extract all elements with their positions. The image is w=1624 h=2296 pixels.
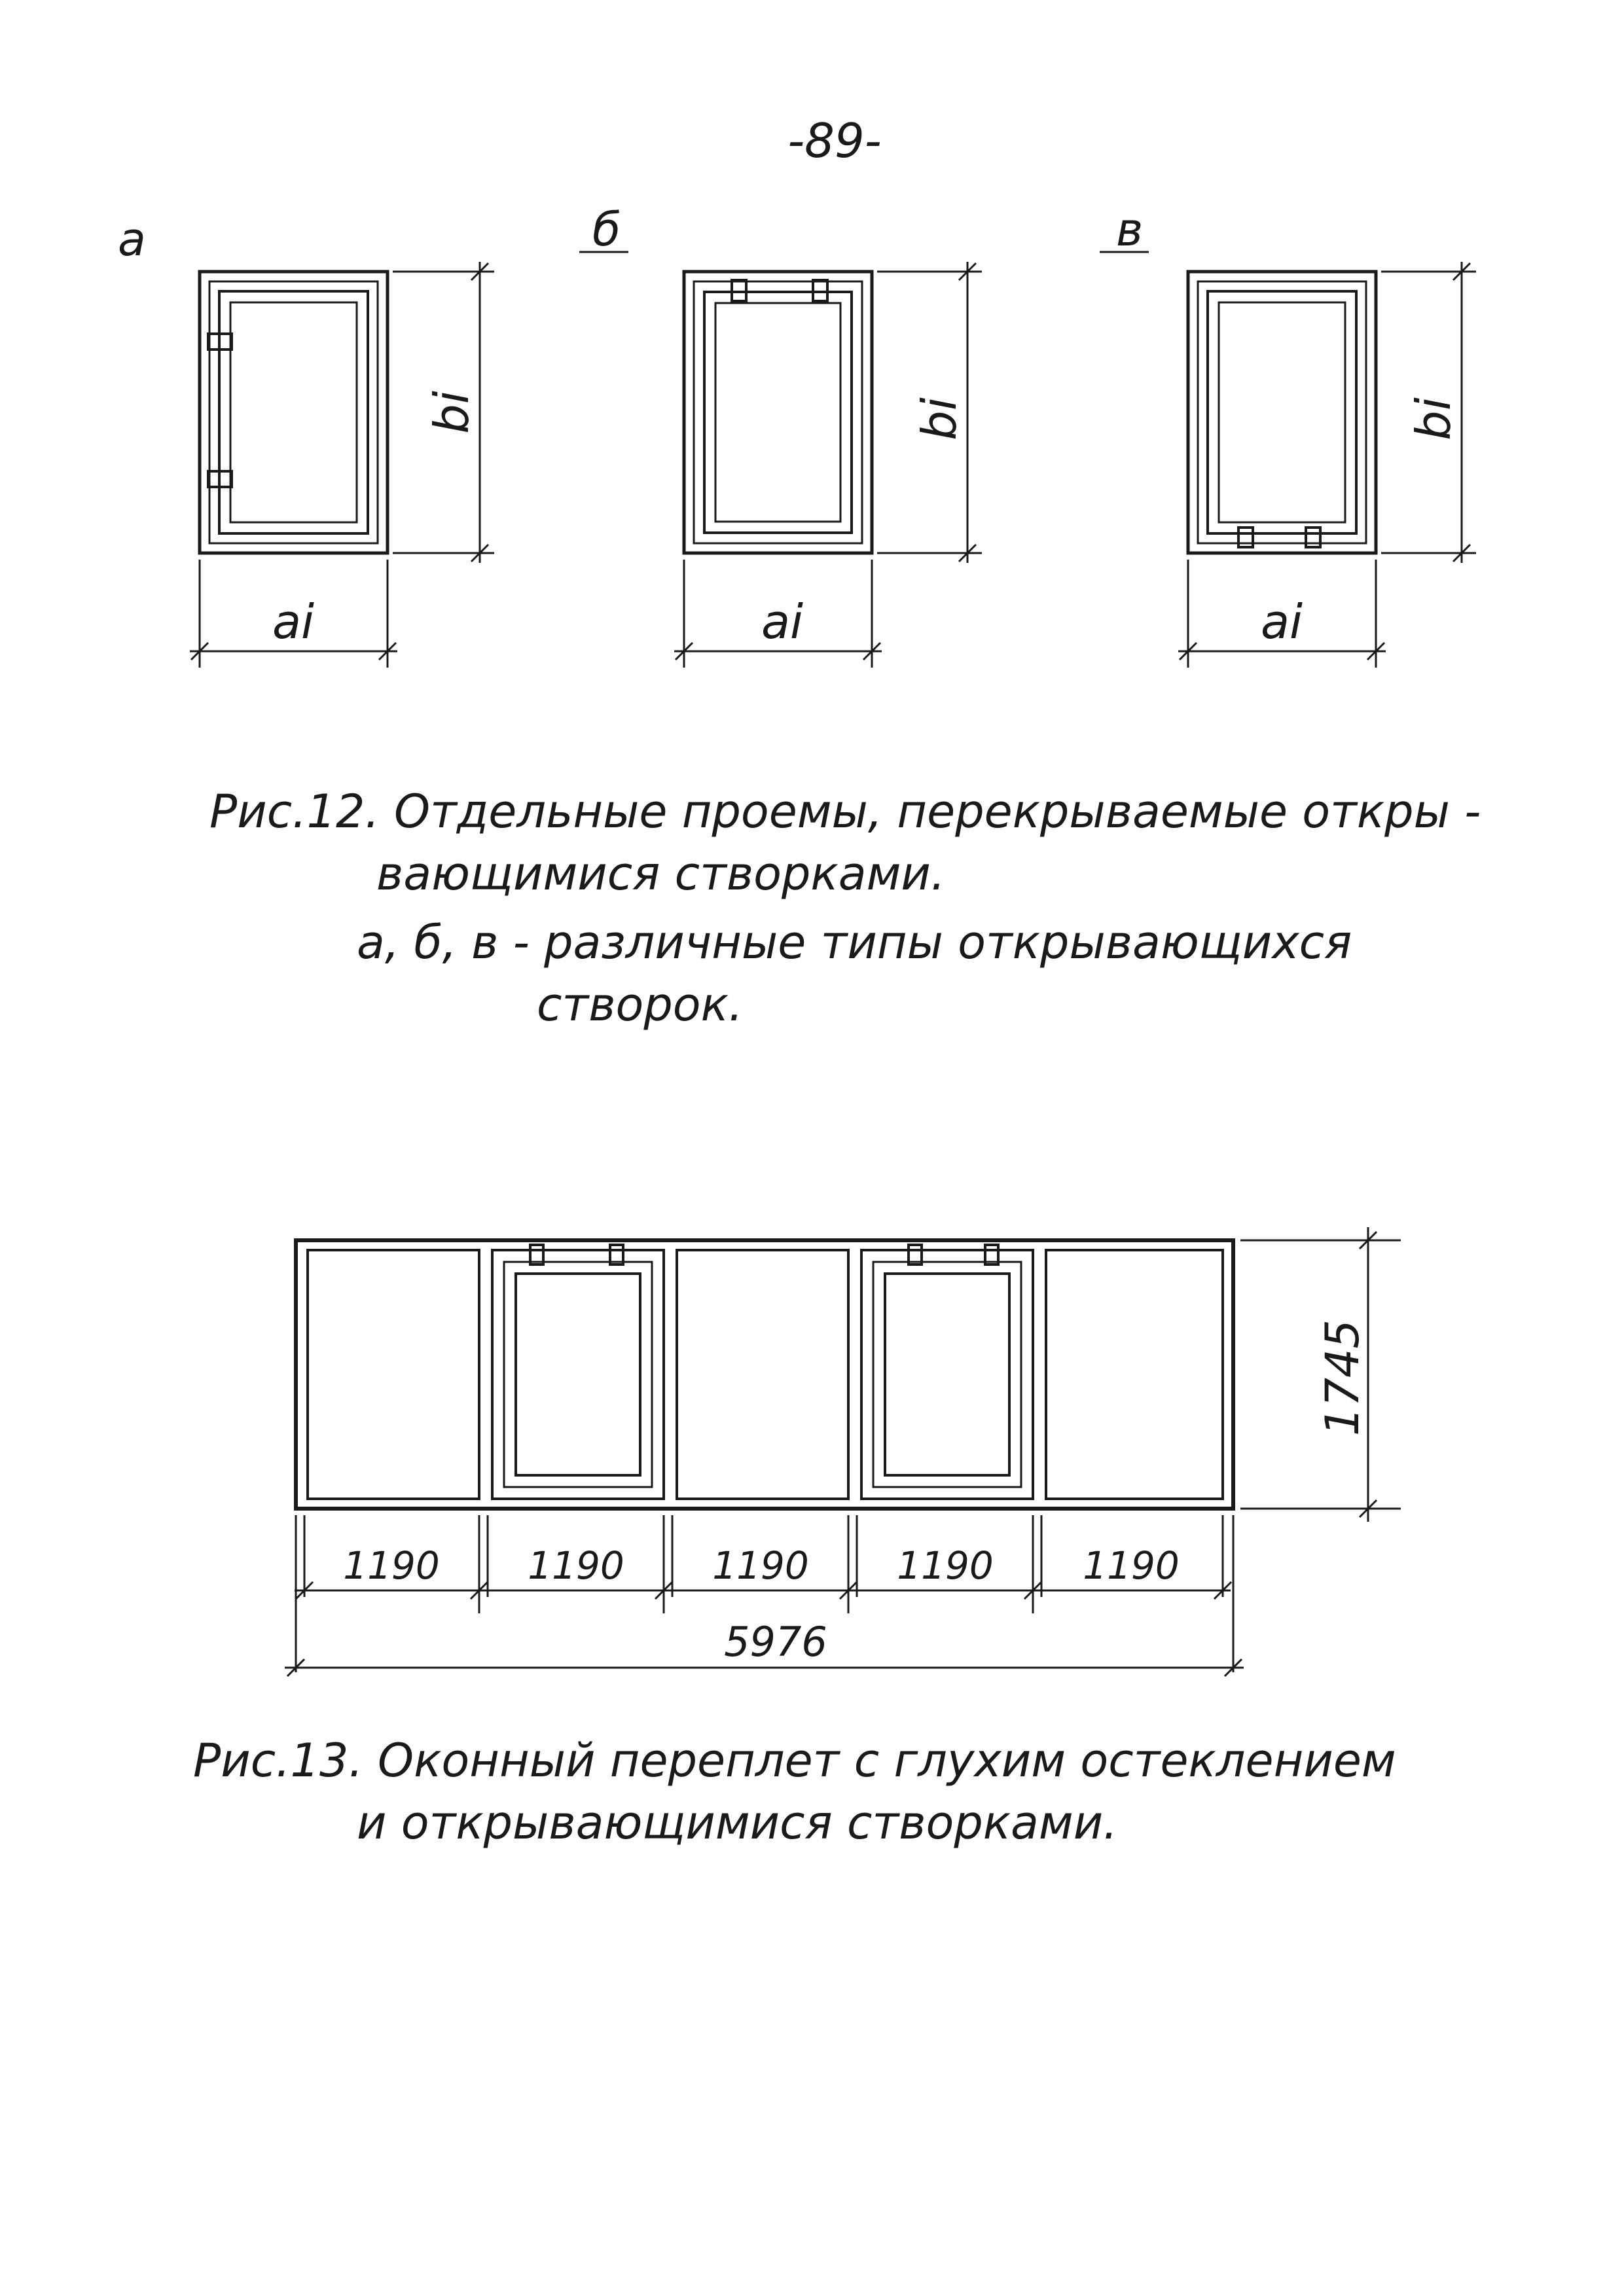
hinge-icon [907,1244,923,1266]
window-a: a bi ai [118,213,494,668]
dim-b-label: bi [912,397,967,440]
total-width: 5976 [724,1618,827,1666]
label-b: б [592,203,621,257]
pane-opening-2 [860,1249,1034,1500]
pane-fixed-3 [1045,1249,1224,1500]
fig13-caption-line-1: Рис.13. Оконный переплет с глухим остекл… [193,1734,1396,1787]
dim-a-label: ai [1261,594,1303,649]
fig12-caption-line-4: створок. [537,978,744,1031]
hinge-icon [1305,526,1322,548]
pane-fixed-1 [306,1249,480,1500]
hinge-icon [731,279,748,302]
dim-b-label: bi [1406,397,1461,440]
label-a: a [118,213,146,266]
window-b: б bi ai [579,203,982,668]
dim-a-label: ai [761,594,803,649]
panel-width-2: 1190 [528,1543,624,1588]
pane-fixed-2 [676,1249,850,1500]
hinge-icon [207,470,233,488]
hinge-icon [609,1244,624,1266]
panel-width-5: 1190 [1083,1543,1180,1588]
fig12-caption-line-3: а, б, в - различные типы открывающихся [357,916,1352,969]
hinge-icon [812,279,829,302]
hinge-icon [207,332,233,351]
fig12-caption-line-1: Рис.12. Отдельные проемы, перекрываемые … [209,785,1481,838]
dim-a-label: ai [272,594,314,649]
panel-width-1: 1190 [343,1543,440,1588]
fig13-caption-line-2: и открывающимися створками. [357,1796,1118,1850]
label-c: в [1116,203,1143,257]
fig12-caption-line-2: вающимися створками. [376,847,946,901]
hinge-icon [984,1244,1000,1266]
window-c: в bi ai [1100,203,1476,668]
panel-dimension-lines [295,1515,1235,1672]
panel-width-3: 1190 [712,1543,809,1588]
hinge-icon [1237,526,1254,548]
hinge-icon [529,1244,545,1266]
pane-opening-1 [491,1249,665,1500]
panel-width-4: 1190 [897,1543,994,1588]
dim-b-label: bi [424,391,479,434]
window-frame-fig13: 1745 1190 1190 1190 1190 1190 [285,1227,1401,1677]
page-number: -89- [787,113,882,168]
height-dimension: 1745 [1316,1319,1369,1436]
